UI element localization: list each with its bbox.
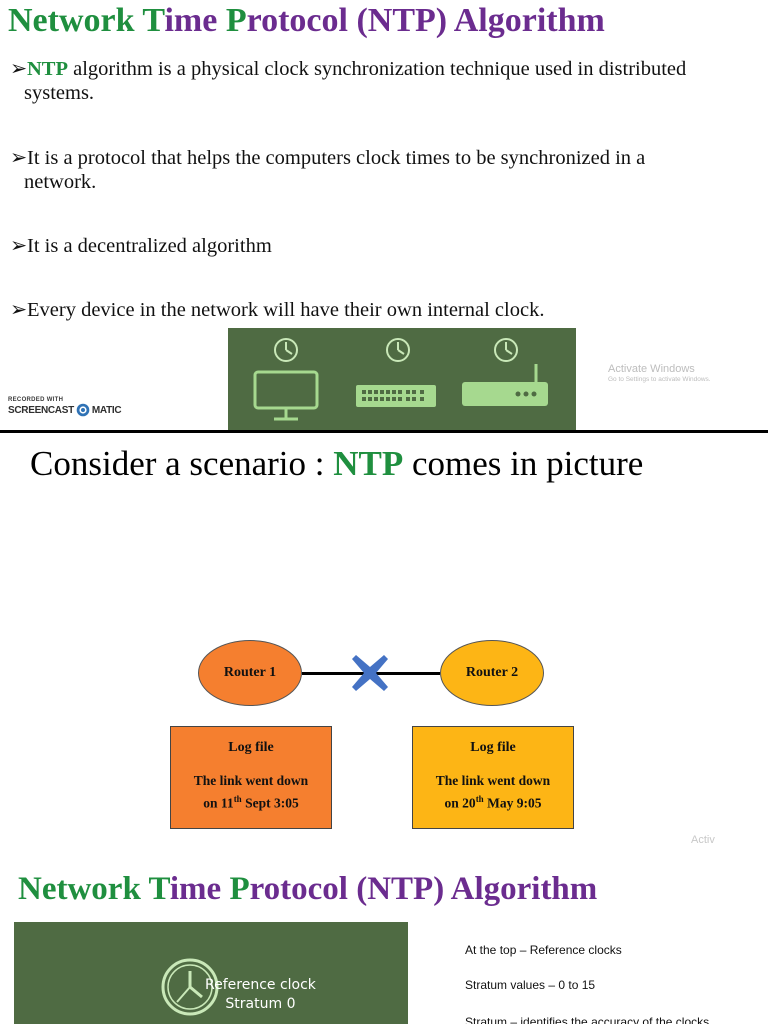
- switch-icon: [356, 385, 436, 407]
- bullet-arrow-icon: ➢: [10, 235, 28, 257]
- bullet-text: It is a protocol that helps the computer…: [27, 147, 646, 169]
- log-details: The link went down on 20th May 9:05: [413, 772, 573, 813]
- activate-windows-watermark: Activate Windows Go to Settings to activ…: [608, 363, 711, 383]
- reference-clock-icon: [161, 958, 219, 1016]
- ref-stratum-text: Stratum 0: [225, 996, 296, 1012]
- slide2-title: Consider a scenario : NTP comes in pictu…: [30, 444, 643, 484]
- log-line1: The link went down: [193, 773, 309, 788]
- title-prefix: Consider a scenario :: [30, 444, 334, 483]
- watermark-line2: Go to Settings to activate Windows.: [608, 376, 711, 383]
- bullet-arrow-icon: ➢: [10, 58, 28, 80]
- title-suffix: comes in picture: [403, 444, 644, 483]
- log-file-router-1: Log file The link went down on 11th Sept…: [170, 726, 332, 829]
- router-icon: [462, 364, 548, 406]
- bullet-text: algorithm is a physical clock synchroniz…: [68, 58, 687, 80]
- recorded-with-label: RECORDED WITH: [8, 397, 64, 403]
- reference-clock-label: Reference clock Stratum 0: [205, 976, 316, 1014]
- title-ntp: NTP: [333, 444, 404, 483]
- bullet-text: Every device in the network will have th…: [27, 299, 545, 321]
- screencast-brand: SCREENCAST MATIC: [8, 403, 122, 417]
- log-file-router-2: Log file The link went down on 20th May …: [412, 726, 574, 829]
- title-letter-p: P: [229, 871, 250, 907]
- router-2-label: Router 2: [465, 665, 519, 680]
- log-details: The link went down on 11th Sept 3:05: [171, 772, 331, 813]
- title-word-ime: ime: [169, 871, 230, 907]
- bullet-internal-clock: ➢Every device in the network will have t…: [10, 298, 760, 322]
- title-word-network: Network: [8, 2, 143, 39]
- title-word-rest: rotocol (NTP) Algorithm: [246, 2, 605, 39]
- bullet-text: It is a decentralized algorithm: [27, 235, 272, 257]
- log-title: Log file: [228, 740, 274, 755]
- title-word-rest: rotocol (NTP) Algorithm: [249, 871, 598, 907]
- bullet-ntp-definition: ➢NTP algorithm is a physical clock synch…: [10, 57, 760, 105]
- router-2-node: Router 2: [440, 640, 544, 706]
- slide-ntp-intro: Network Time Protocol (NTP) Algorithm ➢N…: [0, 0, 768, 432]
- devices-illustration: [253, 338, 548, 421]
- title-word-ime: ime: [164, 2, 226, 39]
- note-stratum-values: Stratum values – 0 to 15: [465, 978, 596, 992]
- slide-divider: [0, 430, 768, 433]
- slide1-title: Network Time Protocol (NTP) Algorithm: [8, 2, 605, 40]
- brand-right: MATIC: [91, 404, 122, 416]
- clock-icon: [274, 338, 298, 362]
- title-letter-t: T: [148, 871, 170, 907]
- slide3-title: Network Time Protocol (NTP) Algorithm: [18, 871, 597, 908]
- bullet-ntp-bold: NTP: [27, 58, 68, 80]
- log-line1: The link went down: [435, 773, 551, 788]
- screencast-o-icon: [76, 403, 90, 417]
- reference-clock-panel: [14, 922, 408, 1024]
- log-line2: on 11th Sept 3:05: [203, 794, 299, 811]
- screencast-logo: RECORDED WITH SCREENCAST MATIC: [8, 397, 122, 417]
- log-line2: on 20th May 9:05: [444, 794, 542, 811]
- bullet-decentralized: ➢It is a decentralized algorithm: [10, 234, 760, 258]
- bullet-protocol: ➢It is a protocol that helps the compute…: [10, 146, 760, 194]
- devices-panel: [228, 328, 576, 432]
- activate-watermark-fragment: Activ: [691, 834, 715, 846]
- bullet-continuation: network.: [24, 171, 97, 193]
- bullet-arrow-icon: ➢: [10, 147, 28, 169]
- title-letter-p: P: [225, 2, 247, 39]
- title-word-network: Network: [18, 871, 149, 907]
- slide-stratum: Network Time Protocol (NTP) Algorithm Re…: [0, 851, 768, 1024]
- ref-clock-text: Reference clock: [205, 977, 316, 993]
- router-1-node: Router 1: [198, 640, 302, 706]
- clock-icon: [386, 338, 410, 362]
- title-letter-t: T: [142, 2, 165, 39]
- monitor-icon: [253, 370, 319, 421]
- note-reference-clocks: At the top – Reference clocks: [465, 943, 622, 957]
- bullet-continuation: systems.: [24, 82, 95, 104]
- note-stratum-accuracy: Stratum – identifies the accuracy of the…: [465, 1015, 710, 1024]
- clock-icon: [494, 338, 518, 362]
- link-broken-x-icon: [352, 655, 388, 691]
- slide-scenario: Consider a scenario : NTP comes in pictu…: [0, 433, 768, 851]
- brand-left: SCREENCAST: [8, 404, 74, 416]
- router-1-label: Router 1: [223, 665, 277, 680]
- bullet-arrow-icon: ➢: [10, 299, 28, 321]
- log-title: Log file: [470, 740, 516, 755]
- watermark-line1: Activate Windows: [608, 363, 695, 375]
